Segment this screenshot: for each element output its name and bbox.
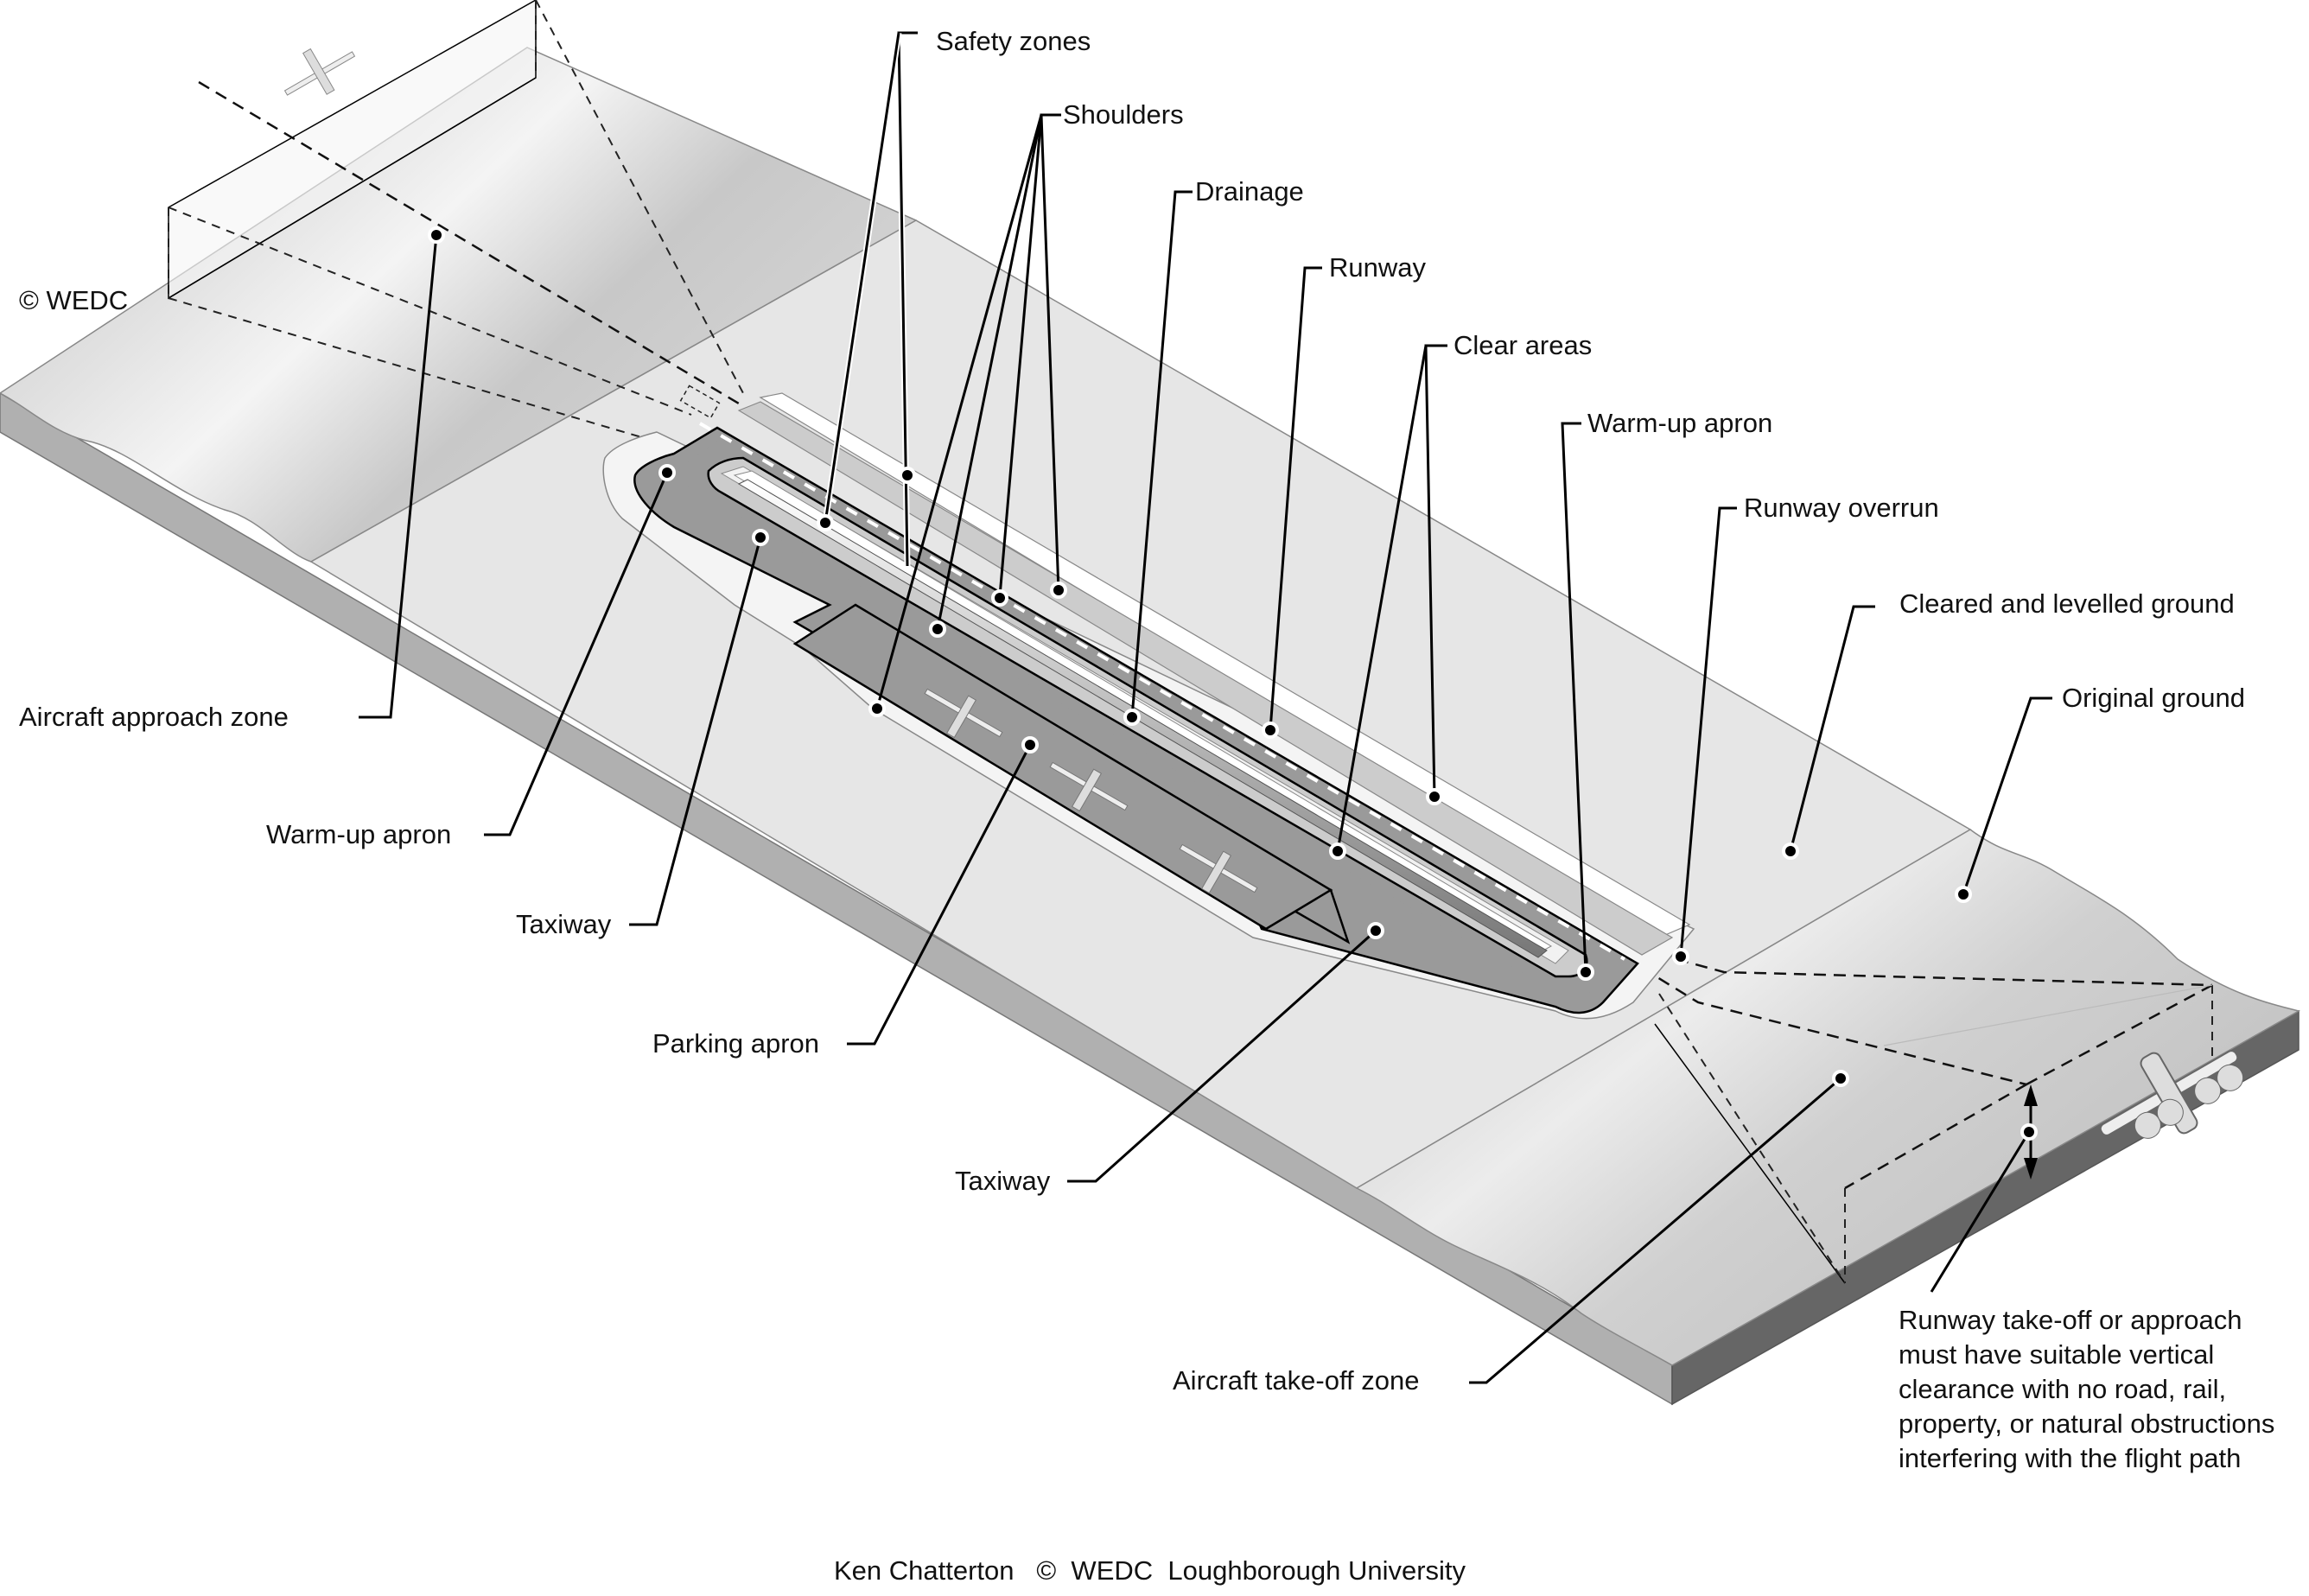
aircraft-icon xyxy=(1179,843,1258,894)
label-parking-apron: Parking apron xyxy=(652,1028,819,1059)
label-original-ground: Original ground xyxy=(2062,683,2245,713)
original-ground-right xyxy=(1355,829,2301,1366)
label-takeoff-zone: Aircraft take-off zone xyxy=(1173,1365,1419,1396)
leader-taxiway-bottom xyxy=(1067,922,1384,1183)
leader-lines xyxy=(359,29,2052,1384)
label-taxiway-left: Taxiway xyxy=(516,909,612,939)
label-safety-zones: Safety zones xyxy=(936,26,1091,56)
leader-approach-zone xyxy=(359,226,445,719)
labels: © WEDC Safety zones Shoulders Drainage R… xyxy=(19,26,2274,1586)
clearance-note-line: must have suitable vertical xyxy=(1899,1339,2214,1370)
aircraft-icon xyxy=(924,688,1003,739)
aircraft-icon xyxy=(1049,761,1129,812)
clearance-note-line: interfering with the flight path xyxy=(1899,1443,2241,1473)
leader-runway xyxy=(1262,266,1322,739)
leader-parking-apron xyxy=(847,736,1039,1046)
label-drainage: Drainage xyxy=(1195,176,1304,207)
credit-line: Ken Chatterton © WEDC Loughborough Unive… xyxy=(834,1555,1466,1586)
aircraft-icons xyxy=(283,48,2244,1139)
clearance-note: Runway take-off or approach must have su… xyxy=(1899,1305,2274,1473)
label-shoulders: Shoulders xyxy=(1063,99,1184,130)
label-copyright: © WEDC xyxy=(19,285,128,315)
label-clear-areas: Clear areas xyxy=(1453,330,1592,360)
leader-clearance xyxy=(1930,1123,2038,1293)
leader-original-ground xyxy=(1955,696,2052,903)
clearance-note-line: clearance with no road, rail, xyxy=(1899,1374,2226,1404)
label-runway: Runway xyxy=(1329,252,1426,283)
shoulder-strip xyxy=(737,401,1674,956)
leader-safety-zones xyxy=(817,29,918,567)
clearance-note-line: Runway take-off or approach xyxy=(1899,1305,2242,1335)
leader-takeoff-zone xyxy=(1469,1070,1849,1384)
label-cleared-ground: Cleared and levelled ground xyxy=(1899,588,2235,619)
leader-warmup-apron-left xyxy=(484,464,676,836)
leader-warmup-apron-right xyxy=(1561,422,1594,981)
leader-cleared-ground xyxy=(1782,605,1875,860)
takeoff-zone-volume xyxy=(1641,957,2213,1284)
label-warmup-apron-left: Warm-up apron xyxy=(266,819,451,849)
label-approach-zone: Aircraft approach zone xyxy=(19,702,289,732)
parking-apron xyxy=(792,603,1333,931)
aircraft-icon xyxy=(283,48,356,96)
label-runway-overrun: Runway overrun xyxy=(1744,493,1939,523)
leader-drainage xyxy=(1123,190,1193,726)
label-taxiway-bottom: Taxiway xyxy=(955,1166,1051,1196)
drainage-channel xyxy=(737,479,1548,958)
clearance-note-line: property, or natural obstructions xyxy=(1899,1408,2274,1439)
leader-clear-areas xyxy=(1329,344,1447,860)
label-warmup-apron-right: Warm-up apron xyxy=(1587,408,1772,438)
aircraft-icon xyxy=(2099,1050,2244,1139)
leader-shoulders xyxy=(868,113,1067,717)
leader-taxiway-left xyxy=(629,529,769,926)
runway-centreline xyxy=(698,422,1626,961)
leader-runway-overrun xyxy=(1672,506,1737,965)
airfield-pavements xyxy=(602,392,1695,1020)
